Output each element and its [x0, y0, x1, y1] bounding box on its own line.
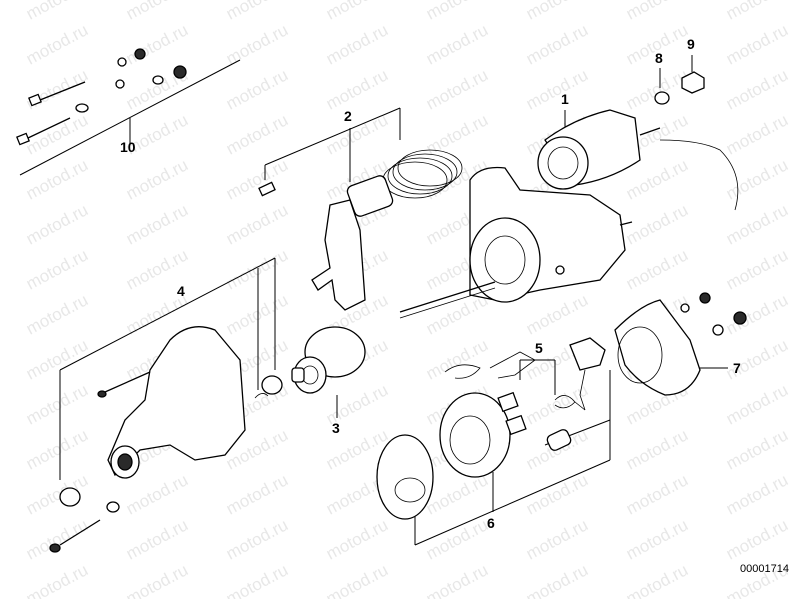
- watermark-text: motod.ru: [423, 20, 491, 68]
- watermark-text: motod.ru: [23, 110, 91, 158]
- watermark-text: motod.ru: [123, 200, 191, 248]
- watermark-text: motod.ru: [323, 65, 391, 113]
- watermark-text: motod.ru: [623, 515, 691, 563]
- watermark-text: motod.ru: [523, 470, 591, 518]
- nut-9: [681, 55, 705, 94]
- watermark-text: motod.ru: [723, 155, 791, 203]
- engagement-lever-group-2: [258, 107, 463, 311]
- watermark-text: motod.ru: [423, 560, 491, 599]
- watermark-text: motod.ru: [523, 560, 591, 599]
- watermark-text: motod.ru: [23, 380, 91, 428]
- watermark-text: motod.ru: [723, 425, 791, 473]
- watermark-text: motod.ru: [323, 110, 391, 158]
- callout-2: 2: [344, 108, 352, 124]
- callout-9: 9: [687, 36, 695, 52]
- callout-4: 4: [177, 283, 185, 299]
- callout-1: 1: [561, 91, 569, 107]
- watermark-text: motod.ru: [523, 380, 591, 428]
- fastener-set-10: [16, 48, 241, 176]
- watermark-text: motod.ru: [123, 515, 191, 563]
- pinion-drive-3: [291, 326, 366, 418]
- drive-end-housing-4: [49, 257, 283, 553]
- watermark-text: motod.ru: [223, 515, 291, 563]
- watermark-text: motod.ru: [723, 200, 791, 248]
- watermark-text: motod.ru: [23, 200, 91, 248]
- watermark-text: motod.ru: [723, 20, 791, 68]
- watermark-text: motod.ru: [323, 515, 391, 563]
- watermark-text: motod.ru: [223, 20, 291, 68]
- watermark-text: motod.ru: [623, 200, 691, 248]
- watermark-text: motod.ru: [223, 560, 291, 599]
- watermark-text: motod.ru: [523, 290, 591, 338]
- watermark-text: motod.ru: [423, 335, 491, 383]
- watermark-text: motod.ru: [23, 560, 91, 599]
- watermark-text: motod.ru: [23, 290, 91, 338]
- watermark-text: motod.ru: [223, 110, 291, 158]
- watermark-text: motod.ru: [623, 470, 691, 518]
- watermark-text: motod.ru: [723, 65, 791, 113]
- watermark-text: motod.ru: [523, 515, 591, 563]
- cover-band-7: [614, 292, 747, 396]
- solenoid-1: [537, 109, 739, 211]
- watermark-text: motod.ru: [23, 425, 91, 473]
- watermark-text: motod.ru: [123, 20, 191, 68]
- watermark-text: motod.ru: [23, 515, 91, 563]
- callout-3: 3: [332, 420, 340, 436]
- brush-springs-5: [444, 337, 606, 411]
- watermark-text: motod.ru: [723, 110, 791, 158]
- watermark-text: motod.ru: [23, 155, 91, 203]
- watermark-text: motod.ru: [523, 20, 591, 68]
- watermark-text: motod.ru: [323, 20, 391, 68]
- brush-plate-6: [376, 370, 611, 546]
- watermark-text: motod.ru: [723, 290, 791, 338]
- callout-6: 6: [487, 515, 495, 531]
- watermark-text: motod.ru: [23, 20, 91, 68]
- watermark-text: motod.ru: [423, 110, 491, 158]
- watermark-text: motod.ru: [123, 470, 191, 518]
- watermark-text: motod.ru: [223, 470, 291, 518]
- document-number: 00001714: [740, 563, 789, 575]
- watermark-text: motod.ru: [623, 65, 691, 113]
- watermark-text: motod.ru: [223, 290, 291, 338]
- watermark-text: motod.ru: [423, 515, 491, 563]
- callout-8: 8: [655, 50, 663, 66]
- watermark-text: motod.ru: [223, 155, 291, 203]
- watermark-text: motod.ru: [523, 65, 591, 113]
- starter-motor-body: [399, 166, 633, 319]
- watermark-text: motod.ru: [123, 155, 191, 203]
- watermark-text: motod.ru: [223, 200, 291, 248]
- watermark-text: motod.ru: [723, 515, 791, 563]
- callout-7: 7: [733, 360, 741, 376]
- watermark-text: motod.ru: [623, 245, 691, 293]
- watermark-text: motod.ru: [323, 560, 391, 599]
- watermark-text: motod.ru: [123, 560, 191, 599]
- watermark-text: motod.ru: [723, 380, 791, 428]
- watermark-text: motod.ru: [23, 470, 91, 518]
- watermark-text: motod.ru: [423, 65, 491, 113]
- watermark-text: motod.ru: [623, 560, 691, 599]
- watermark-text: motod.ru: [723, 470, 791, 518]
- watermark-text: motod.ru: [723, 245, 791, 293]
- watermark-text: motod.ru: [23, 245, 91, 293]
- watermark-text: motod.ru: [223, 245, 291, 293]
- callout-10: 10: [120, 139, 136, 155]
- washer-8: [654, 68, 670, 105]
- watermark-text: motod.ru: [623, 425, 691, 473]
- callout-5: 5: [535, 340, 543, 356]
- watermark-text: motod.ru: [223, 65, 291, 113]
